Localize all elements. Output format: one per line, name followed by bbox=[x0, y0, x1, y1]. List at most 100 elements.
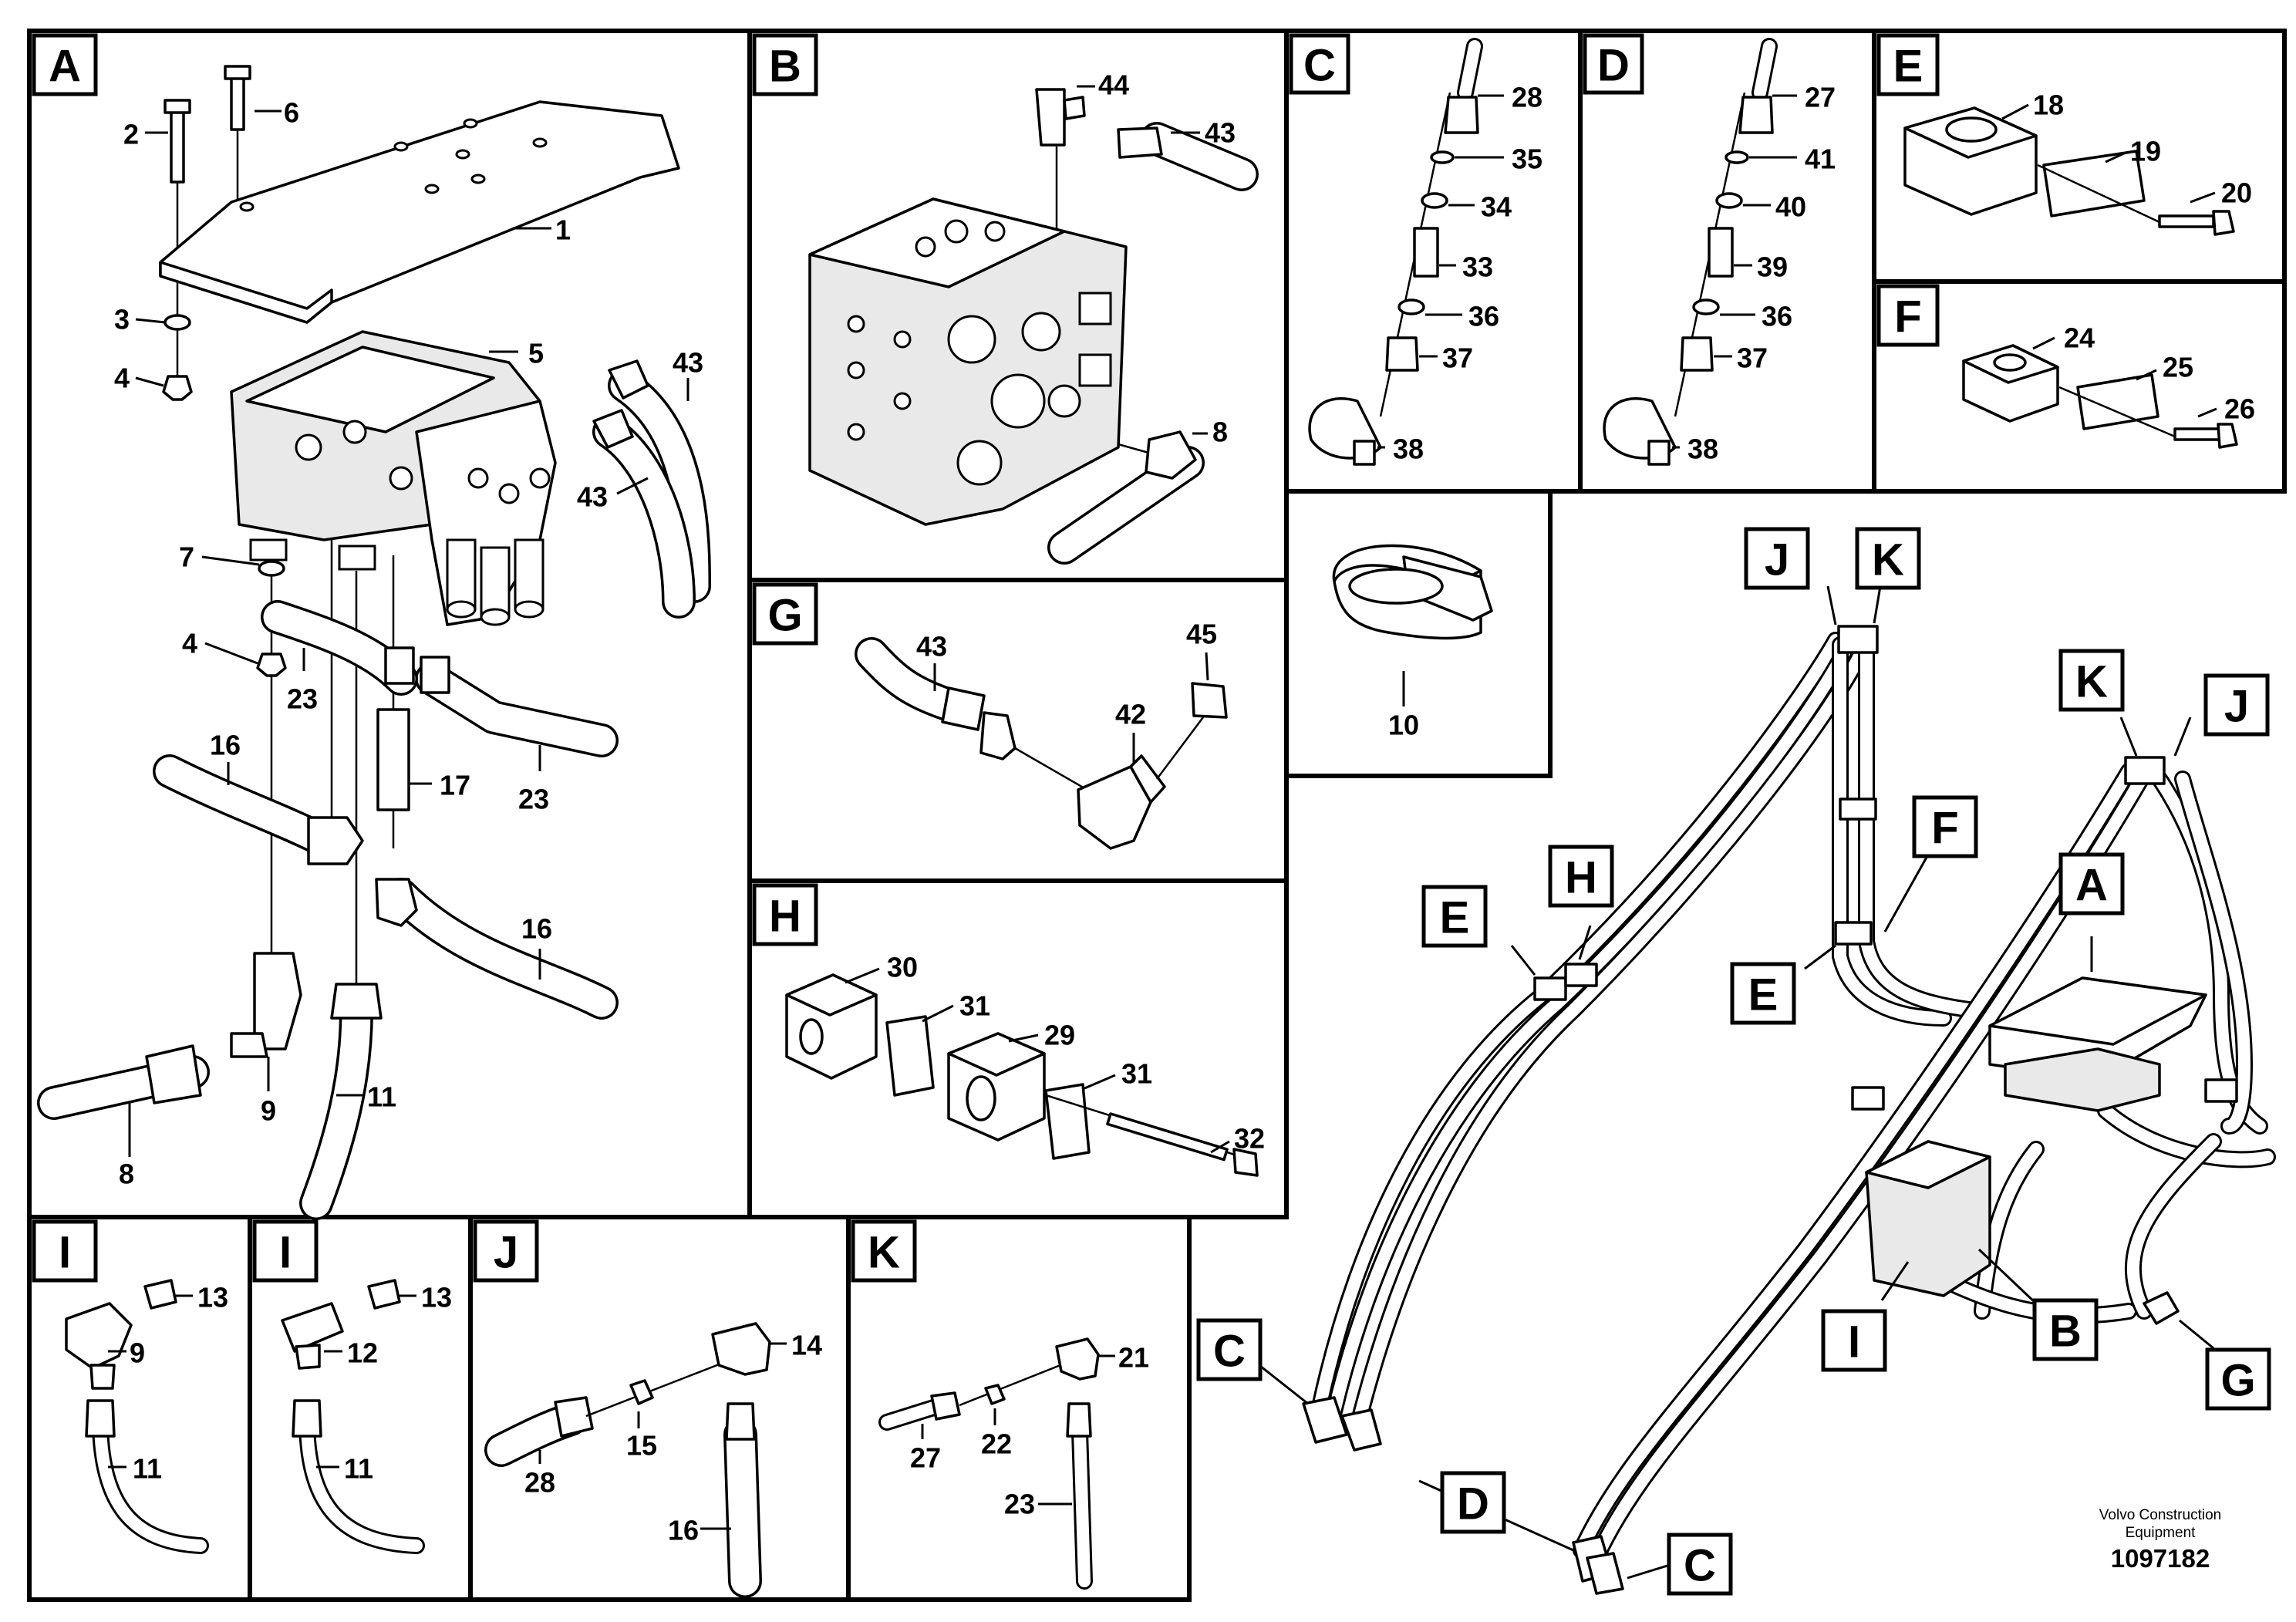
callout-a-4b: 4 bbox=[182, 628, 197, 659]
panel-i2-callouts: 13 12 11 bbox=[316, 1282, 452, 1485]
callout-i2-11: 11 bbox=[344, 1453, 373, 1485]
callout-a-3: 3 bbox=[114, 304, 130, 336]
callout-d-37: 37 bbox=[1737, 342, 1768, 374]
callout-a-23b: 23 bbox=[518, 784, 549, 815]
panel-f-frame bbox=[1872, 279, 2287, 494]
panel-tag-i1: I bbox=[32, 1219, 98, 1283]
callout-a-11: 11 bbox=[367, 1081, 396, 1113]
footer-company-line2: Equipment bbox=[2126, 1525, 2197, 1541]
callout-d-39: 39 bbox=[1757, 251, 1788, 283]
panel-g-drawing bbox=[855, 637, 1228, 850]
svg-text:J: J bbox=[1765, 535, 1789, 585]
overview-tags: J K K J H E F E A C D C I B G bbox=[1196, 527, 2271, 1596]
callout-a-17: 17 bbox=[440, 770, 470, 801]
panel-k-drawing bbox=[878, 1337, 1100, 1590]
svg-text:H: H bbox=[1565, 853, 1597, 903]
overview-tag-k-1: K bbox=[1855, 527, 1921, 590]
overview-tag-a: A bbox=[2058, 852, 2125, 916]
callout-c-34: 34 bbox=[1481, 191, 1512, 223]
panel-a-callouts: 1 2 3 4 5 6 7 4 8 9 11 16 17 23 23 16 43… bbox=[114, 97, 703, 1190]
callout-j-28: 28 bbox=[524, 1467, 555, 1499]
callout-k-27: 27 bbox=[910, 1442, 941, 1474]
panel-b-drawing bbox=[808, 88, 1259, 565]
panel-c-callouts: 28 35 34 33 36 37 38 bbox=[1377, 82, 1542, 465]
callout-i2-12: 12 bbox=[347, 1337, 378, 1369]
callout-k-22: 22 bbox=[981, 1428, 1012, 1460]
svg-text:D: D bbox=[1597, 41, 1630, 91]
panel-i2-drawing bbox=[281, 1279, 425, 1554]
overview-tag-b: B bbox=[2032, 1298, 2099, 1361]
callout-k-23: 23 bbox=[1004, 1489, 1035, 1520]
callout-d-38: 38 bbox=[1687, 433, 1718, 465]
footer-company-line1: Volvo Construction bbox=[2099, 1507, 2221, 1523]
callout-a-9: 9 bbox=[261, 1095, 276, 1127]
overview-tag-e-2: E bbox=[1730, 962, 1796, 1025]
callout-j-14: 14 bbox=[791, 1330, 822, 1361]
panel-tag-a: A bbox=[32, 33, 98, 96]
overview-tag-c-2: C bbox=[1667, 1533, 1733, 1596]
callout-g-42: 42 bbox=[1115, 699, 1146, 730]
callout-10: 10 bbox=[1388, 710, 1419, 741]
svg-text:E: E bbox=[1893, 42, 1923, 92]
callout-a-16a: 16 bbox=[210, 730, 241, 761]
panel-10-frame bbox=[1284, 489, 1553, 778]
callout-h-31b: 31 bbox=[1121, 1058, 1152, 1090]
callout-a-2: 2 bbox=[123, 119, 139, 150]
panel-tag-b: B bbox=[752, 33, 818, 96]
panel-tag-g: G bbox=[752, 582, 818, 646]
overview-tag-j-2: J bbox=[2203, 673, 2270, 737]
panel-tag-j: J bbox=[473, 1219, 539, 1283]
panel-10-drawing bbox=[1332, 544, 1493, 640]
callout-i1-11: 11 bbox=[133, 1453, 162, 1485]
overview-tag-d: D bbox=[1440, 1471, 1506, 1534]
panel-a-drawing bbox=[37, 65, 711, 1220]
svg-text:C: C bbox=[1213, 1327, 1246, 1377]
footer: Volvo Construction Equipment 1097182 bbox=[2099, 1507, 2221, 1573]
svg-text:A: A bbox=[2075, 861, 2108, 911]
callout-b-43: 43 bbox=[1205, 117, 1236, 149]
callout-a-5: 5 bbox=[528, 338, 544, 369]
callout-j-16: 16 bbox=[668, 1515, 699, 1546]
panel-k-callouts: 21 22 27 23 bbox=[910, 1342, 1149, 1520]
svg-text:C: C bbox=[1684, 1541, 1716, 1591]
callout-i2-13: 13 bbox=[421, 1282, 452, 1313]
callout-e-20: 20 bbox=[2221, 177, 2252, 209]
callout-c-28: 28 bbox=[1512, 82, 1542, 113]
callout-i1-9: 9 bbox=[130, 1337, 145, 1369]
svg-text:F: F bbox=[1931, 804, 1958, 854]
svg-text:D: D bbox=[1457, 1479, 1489, 1529]
callout-a-4a: 4 bbox=[114, 363, 130, 394]
overview-tag-e-1: E bbox=[1421, 885, 1488, 948]
overview-tag-j-1: J bbox=[1744, 527, 1810, 590]
panel-tag-f: F bbox=[1876, 284, 1940, 347]
svg-text:K: K bbox=[868, 1228, 900, 1278]
panel-i1-drawing bbox=[65, 1279, 209, 1554]
panel-c-drawing bbox=[1308, 38, 1483, 466]
svg-text:I: I bbox=[1848, 1317, 1860, 1367]
svg-text:I: I bbox=[59, 1228, 71, 1278]
callout-h-29: 29 bbox=[1044, 1020, 1075, 1051]
svg-text:B: B bbox=[769, 42, 801, 92]
svg-text:A: A bbox=[49, 42, 81, 92]
overview-tag-c-1: C bbox=[1196, 1318, 1263, 1381]
overview-assembly bbox=[1302, 625, 2276, 1595]
callout-j-15: 15 bbox=[626, 1430, 657, 1462]
callout-h-31a: 31 bbox=[959, 990, 990, 1022]
panel-j-drawing bbox=[484, 1322, 771, 1598]
overview-tag-g: G bbox=[2205, 1347, 2271, 1411]
panel-tag-k: K bbox=[851, 1219, 917, 1283]
footer-drawing-number: 1097182 bbox=[2111, 1544, 2210, 1573]
panel-tag-h: H bbox=[752, 883, 818, 946]
callout-h-30: 30 bbox=[887, 952, 918, 983]
callout-f-26: 26 bbox=[2224, 393, 2255, 425]
panel-i1-callouts: 13 9 11 bbox=[108, 1282, 228, 1485]
svg-text:E: E bbox=[1440, 893, 1470, 943]
svg-text:H: H bbox=[769, 892, 801, 942]
panel-d-drawing bbox=[1603, 38, 1778, 466]
panel-f-callouts: 24 25 26 bbox=[2032, 322, 2255, 425]
callout-f-24: 24 bbox=[2064, 322, 2095, 354]
panel-h-callouts: 30 31 29 31 32 bbox=[845, 952, 1265, 1155]
svg-text:K: K bbox=[1872, 535, 1904, 585]
panel-g-callouts: 43 45 42 bbox=[916, 619, 1217, 764]
callout-b-44: 44 bbox=[1098, 69, 1129, 101]
